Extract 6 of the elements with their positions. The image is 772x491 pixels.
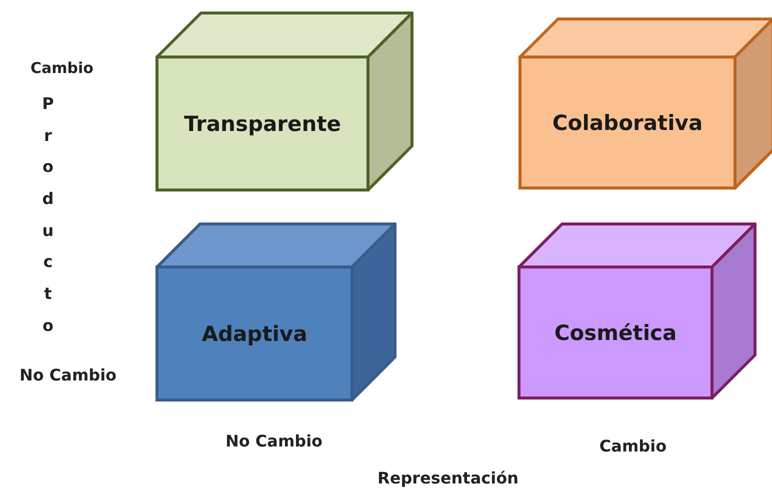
axis-label: Representación <box>378 468 518 488</box>
axis-label: No Cambio <box>225 432 323 450</box>
axis-label: Cambio <box>599 436 667 456</box>
axis-label: No Cambio <box>19 366 117 384</box>
vertical-axis-label: Producto <box>41 93 55 337</box>
axis-label: Cambio <box>30 59 94 77</box>
